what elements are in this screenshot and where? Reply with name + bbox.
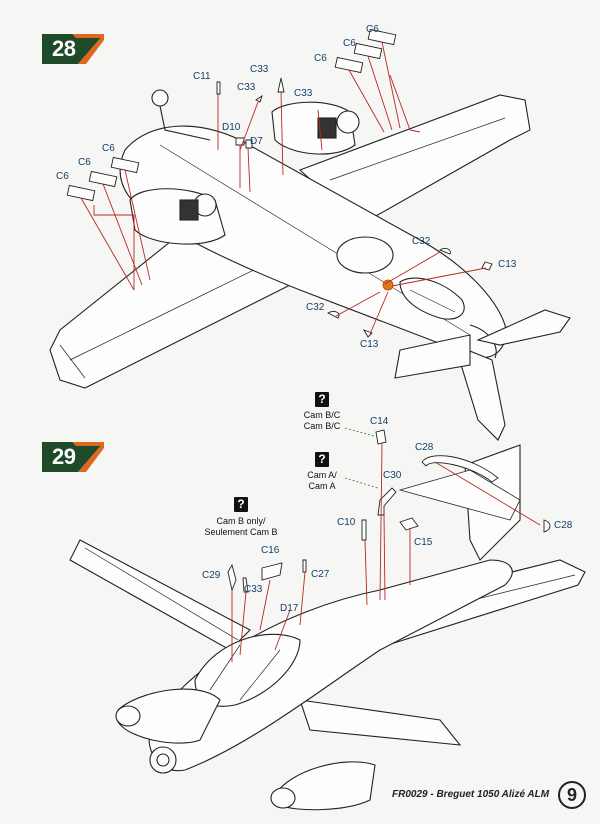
note-line: Cam A/: [307, 470, 337, 480]
question-icon: ?: [315, 392, 329, 407]
part-label: C29: [202, 570, 221, 581]
part-label: C28: [554, 520, 573, 531]
part-label: C6: [314, 53, 327, 64]
note-line: Cam B/C: [303, 410, 341, 420]
part-label: C30: [383, 470, 402, 481]
part-label: C10: [337, 517, 356, 528]
part-label: D17: [280, 603, 299, 614]
option-note-cam-bc: Cam B/C Cam B/C: [292, 410, 352, 432]
part-label: C16: [261, 545, 280, 556]
step29-small-parts: [227, 429, 551, 593]
step28-aircraft: [49, 89, 571, 441]
part-label: C6: [78, 157, 91, 168]
part-label: C33: [244, 584, 263, 595]
note-line: Cam B only/: [216, 516, 266, 526]
part-label: C15: [414, 537, 433, 548]
part-label: D7: [250, 136, 263, 147]
note-line: Cam A: [308, 481, 336, 491]
page-number: 9: [558, 781, 586, 809]
step-29-badge: 29: [42, 442, 104, 472]
step28-small-parts: [66, 28, 493, 338]
step-badge-shape: [42, 34, 104, 64]
part-label: C6: [102, 143, 115, 154]
part-label: C14: [370, 416, 389, 427]
part-label: C28: [415, 442, 434, 453]
part-label: C33: [237, 82, 256, 93]
question-icon: ?: [234, 497, 248, 512]
step-28-badge: 28: [42, 34, 104, 64]
part-label: C11: [193, 71, 211, 82]
step28-tail: [454, 344, 506, 441]
note-line: Seulement Cam B: [204, 527, 278, 537]
step29-nacelle-left: [117, 688, 221, 744]
footer-title: FR0029 - Breguet 1050 Alizé ALM: [392, 789, 550, 800]
part-label: C6: [56, 171, 69, 182]
step28-leader-lines: [80, 41, 487, 335]
part-label: D10: [222, 122, 241, 133]
part-label: C32: [412, 236, 431, 247]
part-label: C33: [250, 64, 269, 75]
part-label: C33: [294, 88, 313, 99]
step29-left-wing: [69, 539, 251, 651]
part-label: C32: [306, 302, 325, 313]
option-note-cam-b: Cam B only/ Seulement Cam B: [196, 516, 286, 538]
step-badge-shape: [42, 442, 104, 472]
step28-nacelle-right: [271, 101, 356, 155]
step29-nacelle-right: [274, 761, 376, 811]
step29-fuselage: [148, 559, 513, 772]
note-line: Cam B/C: [303, 421, 341, 431]
step29-leader-lines: [231, 443, 541, 662]
part-label: C6: [343, 38, 356, 49]
part-label: C13: [360, 339, 379, 350]
step-number: 28: [52, 36, 76, 61]
question-icon: ?: [315, 452, 329, 467]
part-label: C27: [311, 569, 330, 580]
step29-aircraft: [69, 444, 586, 811]
part-label: C6: [366, 24, 379, 35]
option-note-cam-a: Cam A/ Cam A: [292, 470, 352, 492]
step-number: 29: [52, 444, 76, 469]
part-label: C13: [498, 259, 517, 270]
